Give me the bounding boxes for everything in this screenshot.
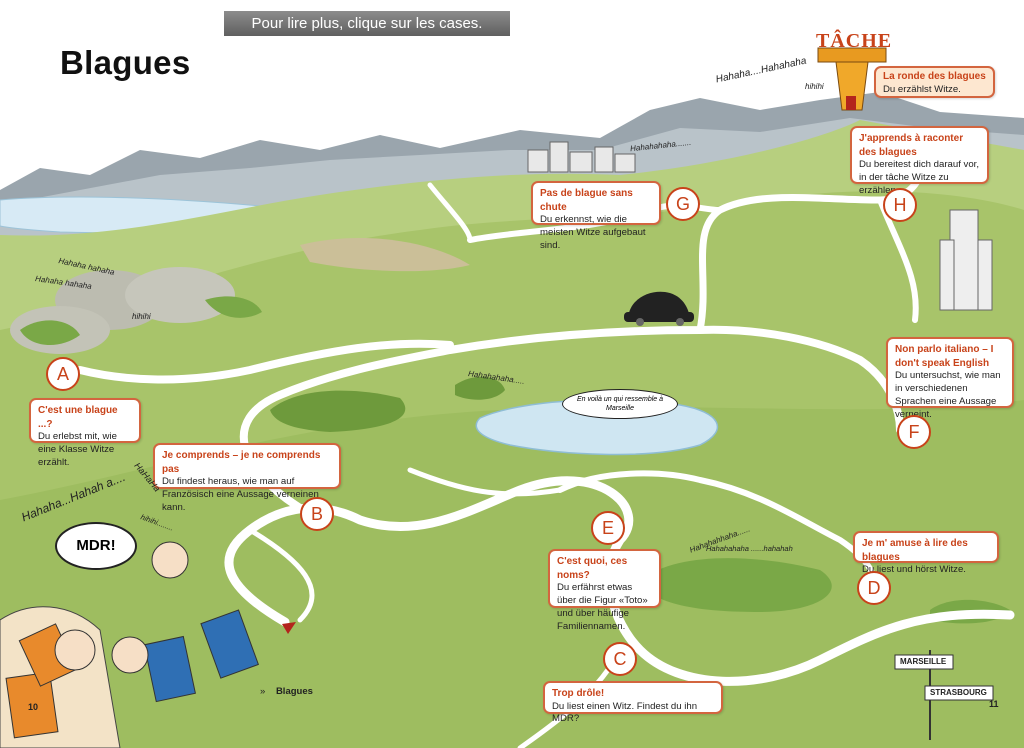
laugh-bush-2: Hahahahaha ......hahahah [706,544,793,553]
station-h-marker[interactable]: H [883,188,917,222]
station-e-marker[interactable]: E [591,511,625,545]
station-e-desc: Du erfährst etwas über die Figur «Toto» … [557,582,648,632]
station-a-box[interactable]: C'est une blague ...? Du erlebst mit, wi… [29,398,141,468]
station-h-desc: Du bereitest dich darauf vor, in der tâc… [859,159,979,196]
car-illustration [624,291,694,326]
station-a-desc: Du erlebst mit, wie eine Klasse Witze er… [38,431,117,468]
bush [640,558,832,612]
station-c-box[interactable]: Trop drôle! Du liest einen Witz. Findest… [543,681,723,724]
tache-tower [817,47,887,111]
station-d-marker[interactable]: D [857,571,891,605]
kids-illustration [0,541,260,748]
city-skyline [527,141,636,173]
tache-box[interactable]: La ronde des blagues Du erzählst Witze. [874,66,995,98]
lake-speech-bubble: En voilà un qui ressemble à Marseille [562,389,678,419]
station-c-title: Trop drôle! [552,688,605,699]
right-tower-blocks [939,209,993,311]
station-a-marker[interactable]: A [46,357,80,391]
signpost-bottom-label: STRASBOURG [930,688,987,697]
laugh-tower-2: hihihi [805,82,824,91]
station-g-marker[interactable]: G [666,187,700,221]
page-title: Blagues [60,44,191,81]
bush [270,390,406,432]
station-b-marker[interactable]: B [300,497,334,531]
station-e-title: C'est quoi, ces noms? [557,556,628,581]
station-g-desc: Du erkennst, wie die meisten Witze aufge… [540,214,646,251]
direction-arrow [282,622,296,634]
mdr-speech-bubble: MDR! [55,522,137,570]
station-e-box[interactable]: C'est quoi, ces noms? Du erfährst etwas … [548,549,661,632]
laugh-hills-3: hihihi [132,312,151,321]
breadcrumb-arrow: » [260,686,266,697]
station-a-title: C'est une blague ...? [38,405,118,430]
station-c-marker[interactable]: C [603,642,637,676]
station-d-desc: Du liest und hörst Witze. [862,564,966,575]
tache-box-title: La ronde des blagues [883,71,986,82]
breadcrumb-label: Blagues [275,686,313,697]
station-f-title: Non parlo italiano – I don't speak Engli… [895,344,994,369]
station-b-title: Je comprends – je ne comprends pas [162,450,321,475]
station-b-desc: Du findest heraus, wie man auf Französis… [162,476,319,513]
station-h-box[interactable]: J'apprends à raconter des blagues Du ber… [850,126,989,196]
station-f-desc: Du untersuchst, wie man in verschiedenen… [895,370,1001,420]
signpost-top-label: MARSEILLE [900,657,947,666]
plowed-field [300,237,470,272]
station-g-box[interactable]: Pas de blague sans chute Du erkennst, wi… [531,181,661,251]
tache-label[interactable]: TÂCHE [816,30,893,52]
station-f-box[interactable]: Non parlo italiano – I don't speak Engli… [886,337,1014,420]
station-g-title: Pas de blague sans chute [540,188,633,213]
footer-breadcrumb[interactable]: » Blagues [260,686,313,697]
signpost-illustration [894,650,994,740]
station-d-box[interactable]: Je m' amuse à lire des blagues Du liest … [853,531,999,575]
tache-box-desc: Du erzählst Witze. [883,83,961,95]
station-c-desc: Du liest einen Witz. Findest du ihn MDR? [552,700,698,725]
station-f-marker[interactable]: F [897,415,931,449]
page-number-left: 10 [28,702,39,712]
page-number-right: 11 [989,699,999,709]
station-h-title: J'apprends à raconter des blagues [859,133,964,158]
station-b-box[interactable]: Je comprends – je ne comprends pas Du fi… [153,443,341,513]
station-d-title: Je m' amuse à lire des blagues [862,538,968,563]
instruction-banner: Pour lire plus, clique sur les cases. [224,11,510,36]
